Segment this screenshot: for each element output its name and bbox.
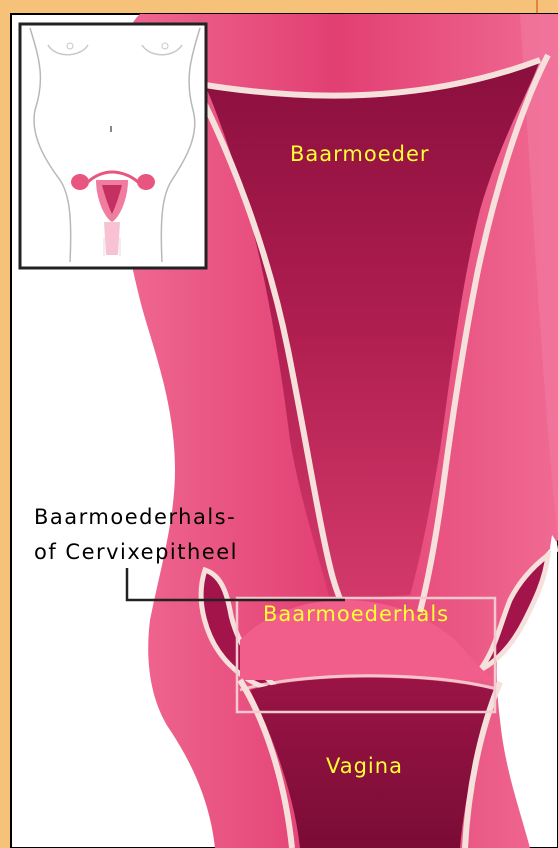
label-epithelium-line2: of Cervixepitheel [34, 540, 238, 564]
label-cervix: Baarmoederhals [263, 602, 449, 626]
label-uterus: Baarmoeder [290, 142, 430, 166]
torso-with-reproductive-organs-icon [20, 24, 206, 268]
label-vagina: Vagina [326, 754, 403, 778]
label-epithelium-line1: Baarmoederhals- [34, 505, 236, 529]
